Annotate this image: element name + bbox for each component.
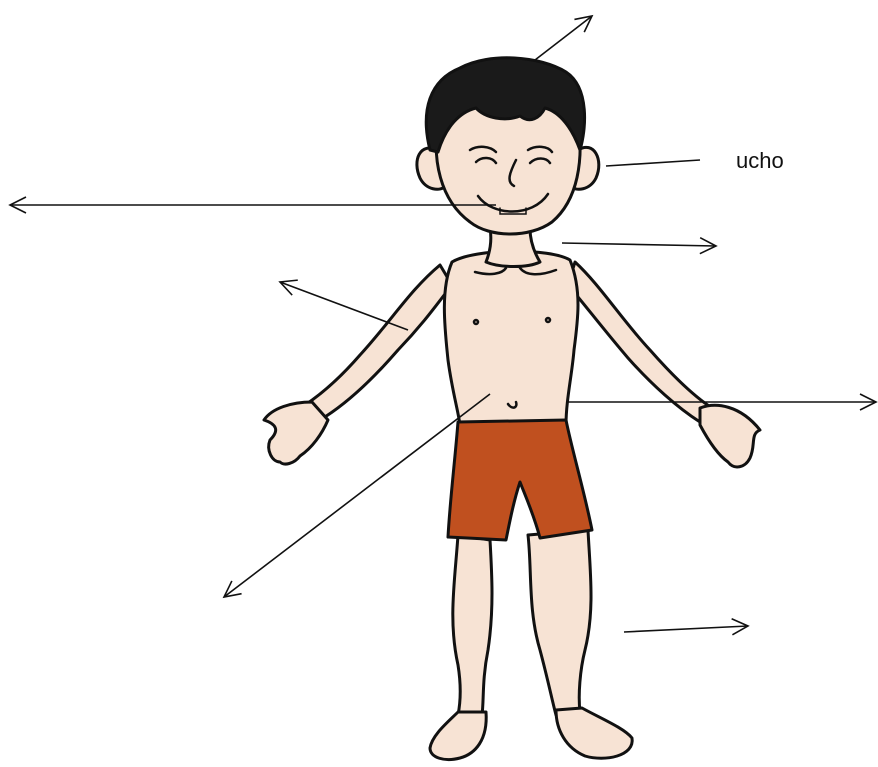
- arrow-pointer-ear: [606, 160, 700, 166]
- right-hand: [700, 405, 760, 467]
- left-leg: [453, 535, 492, 715]
- right-arm: [568, 262, 712, 422]
- left-arm: [305, 265, 452, 420]
- arrow-pointer-arm: [280, 282, 408, 330]
- label-ear: ucho: [736, 148, 784, 174]
- left-foot: [430, 712, 486, 760]
- left-hand: [264, 402, 328, 464]
- arrow-pointer-neck: [562, 243, 716, 246]
- right-foot: [556, 708, 632, 758]
- torso: [444, 251, 578, 425]
- arrow-pointer-hair: [535, 16, 592, 60]
- right-leg: [528, 530, 591, 715]
- shorts: [448, 420, 592, 540]
- arrow-pointer-leg: [624, 626, 748, 632]
